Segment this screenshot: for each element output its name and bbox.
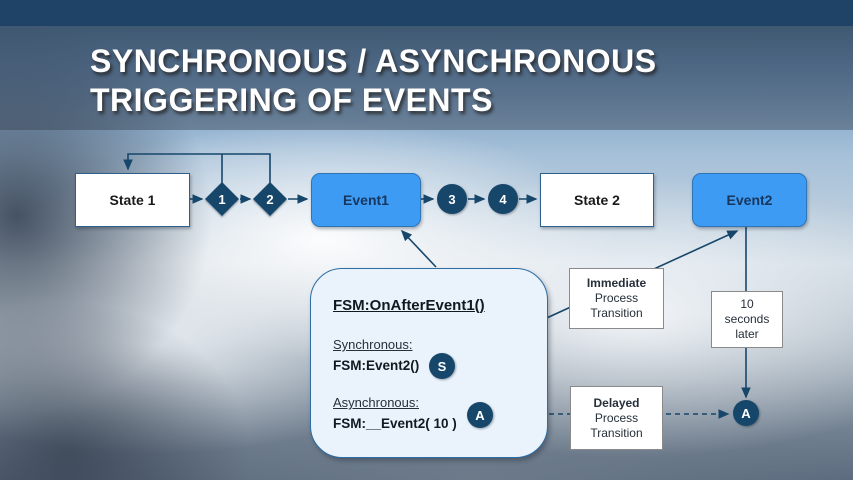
transition-step2: 2	[253, 182, 287, 216]
ten-seconds-line3: later	[735, 327, 759, 341]
fsm-code-panel: FSM:OnAfterEvent1() Synchronous: FSM:Eve…	[310, 268, 548, 458]
fsm-panel-title: FSM:OnAfterEvent1()	[333, 297, 485, 314]
delayed-transition-callout: Delayed Process Transition	[570, 386, 663, 450]
title-band	[0, 26, 853, 130]
node-state1-label: State 1	[109, 192, 156, 208]
sync-badge: S	[429, 353, 455, 379]
sync-badge-label: S	[437, 358, 447, 374]
async-section-label: Asynchronous:	[333, 395, 419, 410]
immediate-line3: Transition	[590, 306, 643, 320]
delayed-line2: Process	[594, 410, 639, 425]
slide-title: SYNCHRONOUS / ASYNCHRONOUS TRIGGERING OF…	[90, 42, 657, 120]
transition-step4-label: 4	[499, 191, 507, 207]
node-event2: Event2	[692, 173, 807, 227]
transition-step3-label: 3	[448, 191, 456, 207]
ten-seconds-line2: seconds	[724, 312, 770, 326]
node-event1-label: Event1	[343, 192, 389, 208]
transition-step4: 4	[488, 184, 518, 214]
ten-seconds-line1: 10	[740, 297, 754, 311]
async-badge: A	[467, 402, 493, 428]
slide-title-line1: SYNCHRONOUS / ASYNCHRONOUS	[90, 43, 657, 79]
node-state1: State 1	[75, 173, 190, 227]
node-state2-label: State 2	[574, 192, 620, 208]
delayed-async-badge-label: A	[741, 405, 751, 421]
immediate-transition-callout: Immediate Process Transition	[569, 268, 664, 329]
ten-seconds-callout: 10 seconds later	[711, 291, 783, 348]
node-event1: Event1	[311, 173, 421, 227]
immediate-line2: Process	[594, 291, 639, 305]
node-event2-label: Event2	[726, 192, 773, 208]
arrow-loopback-to-state1	[123, 153, 271, 183]
delayed-async-badge: A	[733, 400, 759, 426]
async-code-line: FSM:__Event2( 10 )	[333, 416, 457, 431]
node-state2: State 2	[540, 173, 654, 227]
arrow-panel-to-event1	[400, 229, 437, 268]
transition-step1-label: 1	[218, 191, 226, 207]
sync-code-line: FSM:Event2()	[333, 358, 420, 373]
immediate-line1: Immediate	[586, 276, 647, 290]
transition-step3: 3	[437, 184, 467, 214]
async-badge-label: A	[475, 407, 485, 423]
top-accent-bar	[0, 0, 853, 26]
transition-step1: 1	[205, 182, 239, 216]
transition-step2-label: 2	[266, 191, 274, 207]
slide-title-line2: TRIGGERING OF EVENTS	[90, 82, 493, 118]
delayed-line1: Delayed	[593, 395, 640, 410]
sync-section-label: Synchronous:	[333, 337, 413, 352]
delayed-line3: Transition	[590, 425, 643, 440]
